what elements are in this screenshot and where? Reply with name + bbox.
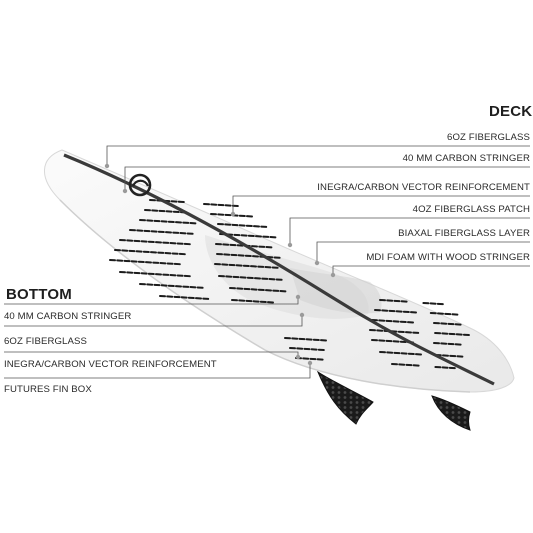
deck-label: 40 MM CARBON STRINGER [402,153,530,164]
callout-dot [287,242,293,248]
deck-label: INEGRA/CARBON VECTOR REINFORCEMENT [317,182,530,193]
callout-dot [307,360,313,366]
leader-line [4,298,299,305]
leader-line [316,241,530,262]
callout-dot [295,294,301,300]
callout-dot [314,260,320,266]
deck-label: BIAXAL FIBERGLASS LAYER [398,228,530,239]
leader-line [289,217,530,244]
deck-heading: DECK [489,103,533,120]
callout-dot [299,312,305,318]
carbon-stringer [63,153,495,386]
callout-dot [230,211,236,217]
leader-line [4,351,299,356]
leader-line [4,316,303,327]
callout-dot [295,354,301,360]
fin-icon [431,395,471,431]
callout-dot [122,188,128,194]
leader-line [332,265,530,274]
callout-dot [104,163,110,169]
bottom-label: 40 MM CARBON STRINGER [4,311,132,322]
bottom-label: FUTURES FIN BOX [4,384,92,395]
logo-icon [128,173,152,197]
bottom-heading: BOTTOM [6,286,72,303]
fin-icon [316,370,374,425]
leader-line [124,166,530,190]
leader-line [232,195,530,213]
biaxal-layer [290,268,382,314]
deck-label: 4OZ FIBERGLASS PATCH [412,204,530,215]
bottom-label: INEGRA/CARBON VECTOR REINFORCEMENT [4,359,217,370]
bottom-label: 6OZ FIBERGLASS [4,336,87,347]
deck-label: MDI FOAM WITH WOOD STRINGER [366,252,530,263]
leader-line [106,145,530,165]
callout-dot [330,272,336,278]
deck-label: 6OZ FIBERGLASS [447,132,530,143]
leader-line [4,364,311,379]
